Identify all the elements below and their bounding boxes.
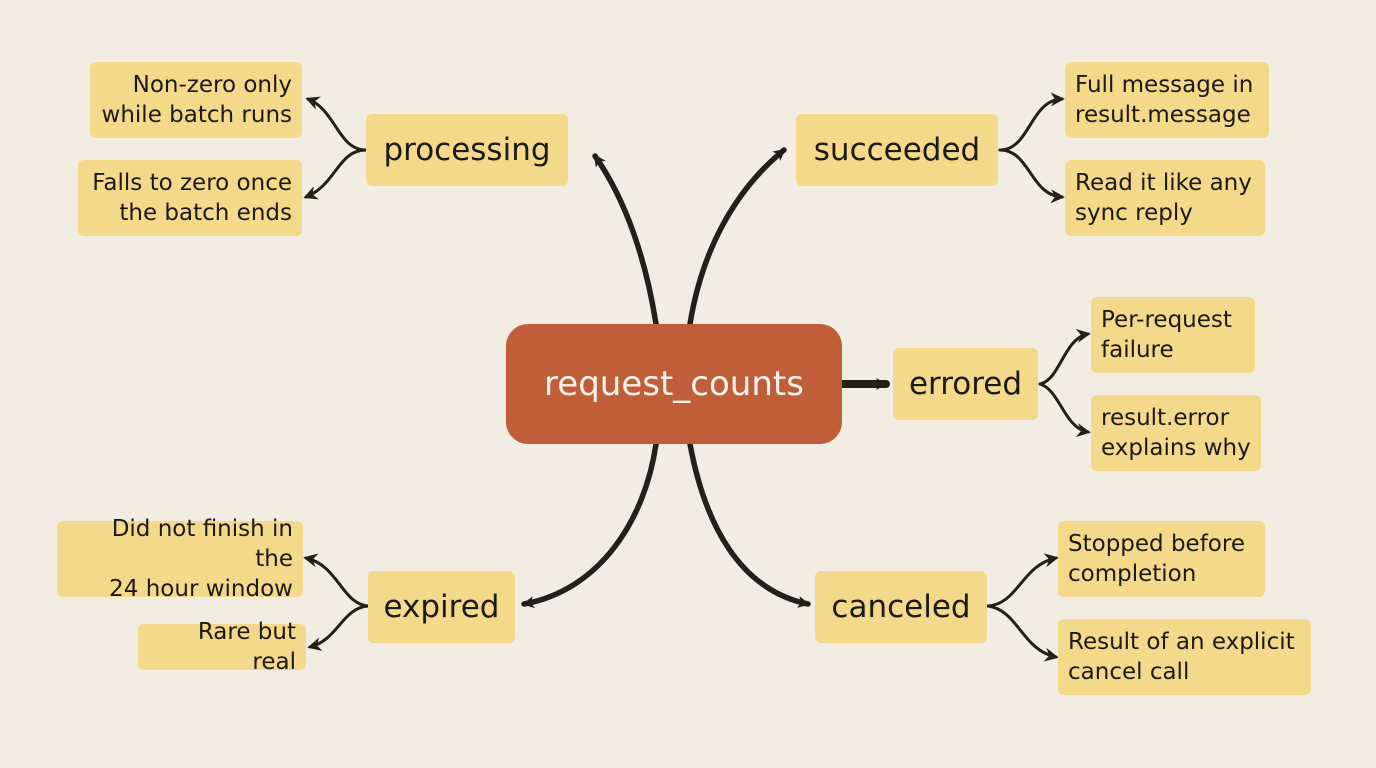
note-errored-1: Per-request failure — [1091, 297, 1255, 373]
note-expired-2: Rare but real — [138, 619, 306, 675]
note-errored-1-text: Per-request failure — [1101, 307, 1232, 363]
category-expired: expired — [368, 571, 515, 643]
category-canceled-label: canceled — [831, 589, 971, 625]
arrow-expired-to-note-1 — [303, 553, 370, 608]
arrow-expired-to-note-2 — [307, 604, 370, 652]
arrow-center-to-succeeded — [687, 147, 787, 327]
arrow-processing-to-note-2 — [303, 148, 368, 200]
category-errored: errored — [893, 348, 1038, 420]
note-processing-2-text: Falls to zero once the batch ends — [92, 170, 292, 226]
note-processing-2: Falls to zero once the batch ends — [78, 160, 302, 236]
arrow-succeeded-to-note-2 — [998, 148, 1065, 204]
note-canceled-2-text: Result of an explicit cancel call — [1068, 629, 1295, 685]
category-succeeded: succeeded — [796, 114, 998, 186]
arrow-center-to-expired — [521, 441, 659, 609]
note-processing-1-text: Non-zero only while batch runs — [101, 72, 292, 128]
category-errored-label: errored — [908, 366, 1023, 402]
note-succeeded-1-text: Full message in result.message — [1075, 72, 1254, 128]
note-errored-2: result.error explains why — [1091, 395, 1261, 471]
note-expired-2-text: Rare but real — [197, 619, 296, 675]
note-expired-1: Did not finish in the 24 hour window — [57, 516, 303, 602]
category-processing-label: processing — [383, 132, 551, 168]
category-expired-label: expired — [383, 589, 500, 625]
note-succeeded-1: Full message in result.message — [1065, 62, 1269, 138]
arrow-center-to-processing — [592, 153, 659, 327]
center-node-label: request_counts — [544, 364, 804, 404]
note-processing-1: Non-zero only while batch runs — [90, 62, 302, 138]
note-succeeded-2-text: Read it like any sync reply — [1075, 170, 1252, 226]
center-node: request_counts — [506, 324, 842, 444]
category-canceled: canceled — [815, 571, 987, 643]
arrow-errored-to-note-2 — [1038, 382, 1091, 438]
note-canceled-2: Result of an explicit cancel call — [1058, 619, 1311, 695]
arrow-center-to-canceled — [687, 441, 811, 608]
note-errored-2-text: result.error explains why — [1101, 405, 1251, 461]
note-expired-1-text: Did not finish in the 24 hour window — [109, 516, 293, 602]
arrow-canceled-to-note-2 — [986, 604, 1059, 662]
arrow-canceled-to-note-1 — [986, 553, 1059, 608]
category-succeeded-label: succeeded — [813, 132, 981, 168]
note-canceled-1: Stopped before completion — [1058, 521, 1265, 597]
note-succeeded-2: Read it like any sync reply — [1065, 160, 1265, 236]
category-processing: processing — [366, 114, 568, 186]
arrow-processing-to-note-1 — [305, 96, 368, 152]
arrow-succeeded-to-note-1 — [998, 92, 1065, 152]
note-canceled-1-text: Stopped before completion — [1068, 531, 1245, 587]
arrow-errored-to-note-1 — [1038, 328, 1091, 386]
